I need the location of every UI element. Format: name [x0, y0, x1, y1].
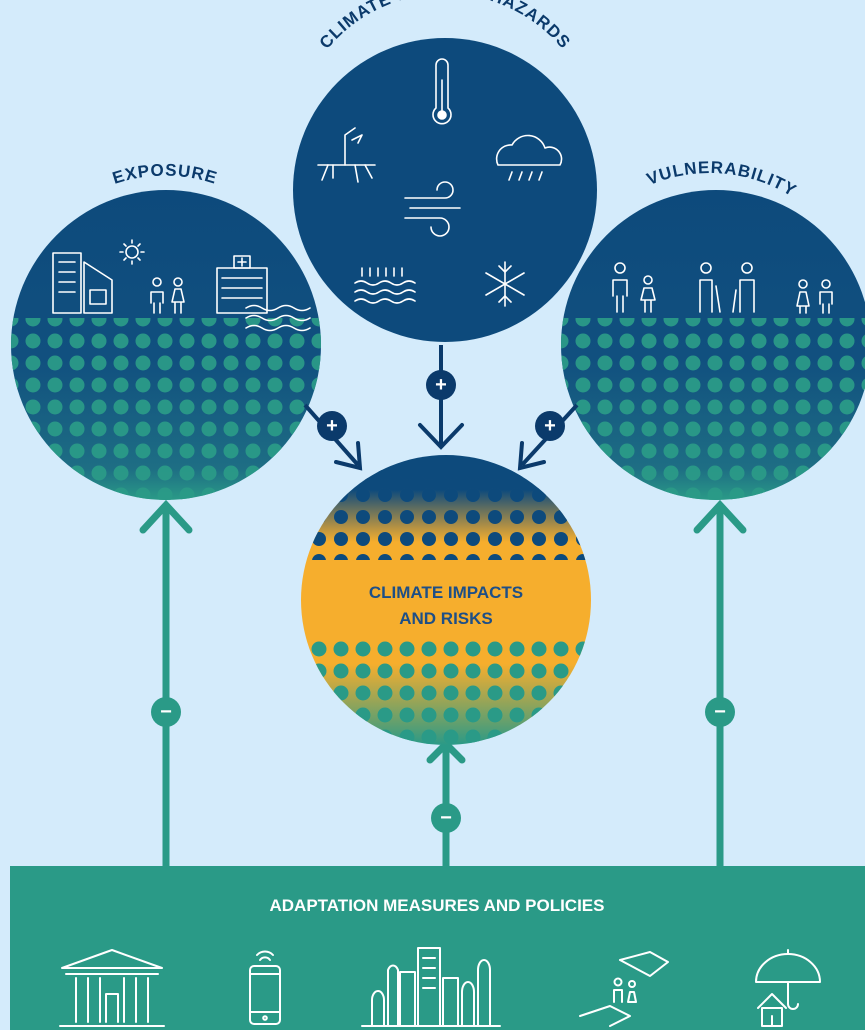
government-building-icon [59, 949, 165, 1027]
driver-arrows [303, 345, 579, 471]
smartphone-icon [249, 950, 281, 1025]
plus-badge-exposure: + [317, 411, 347, 441]
hazards-circle: CLIMATE-RELATED HAZARDS [293, 0, 597, 342]
arrow-vulnerability-head [517, 441, 546, 471]
flood-waves-icon [245, 304, 311, 332]
svg-text:−: − [440, 807, 452, 829]
svg-text:−: − [160, 701, 172, 723]
svg-text:+: + [544, 415, 556, 437]
adaptation-footer: ADAPTATION MEASURES AND POLICIES [10, 866, 865, 1030]
caring-hands-icon [579, 951, 669, 1027]
minus-badge-impacts: − [431, 803, 461, 833]
connector-exposure-arrowhead [139, 499, 193, 534]
wind-icon [404, 181, 461, 237]
people-icon [150, 277, 185, 314]
sun-icon [119, 239, 145, 265]
buildings-icon [52, 252, 113, 314]
exposure-circle: EXPOSURE [11, 160, 321, 500]
svg-text:+: + [326, 415, 338, 437]
landslide-icon [317, 127, 376, 183]
connector-vulnerability-arrowhead [693, 499, 747, 534]
exposure-title: EXPOSURE [110, 160, 219, 187]
umbrella-house-icon [755, 949, 821, 1027]
thermometer-icon [432, 58, 452, 125]
impacts-circle: CLIMATE IMPACTS AND RISKS [301, 455, 591, 745]
arrow-hazards-head [418, 423, 464, 450]
footer-title: ADAPTATION MEASURES AND POLICIES [270, 896, 605, 915]
impacts-label-line1: CLIMATE IMPACTS [369, 583, 523, 602]
flood-icon [354, 267, 416, 304]
minus-badge-exposure: − [151, 697, 181, 727]
green-city-icon [361, 947, 501, 1027]
storm-cloud-icon [495, 134, 563, 181]
vulnerability-circle: VULNERABILITY [561, 158, 865, 500]
children-icon [796, 279, 833, 314]
plus-badge-vulnerability: + [535, 411, 565, 441]
svg-text:+: + [435, 374, 447, 396]
snowflake-icon [485, 261, 525, 307]
family-icon [612, 262, 656, 313]
plus-badge-hazards: + [426, 370, 456, 400]
svg-text:−: − [714, 701, 726, 723]
elderly-icon [699, 262, 755, 313]
arrow-exposure-head [334, 441, 363, 471]
impacts-label-line2: AND RISKS [399, 609, 493, 628]
minus-badge-vulnerability: − [705, 697, 735, 727]
hospital-icon [216, 255, 268, 314]
